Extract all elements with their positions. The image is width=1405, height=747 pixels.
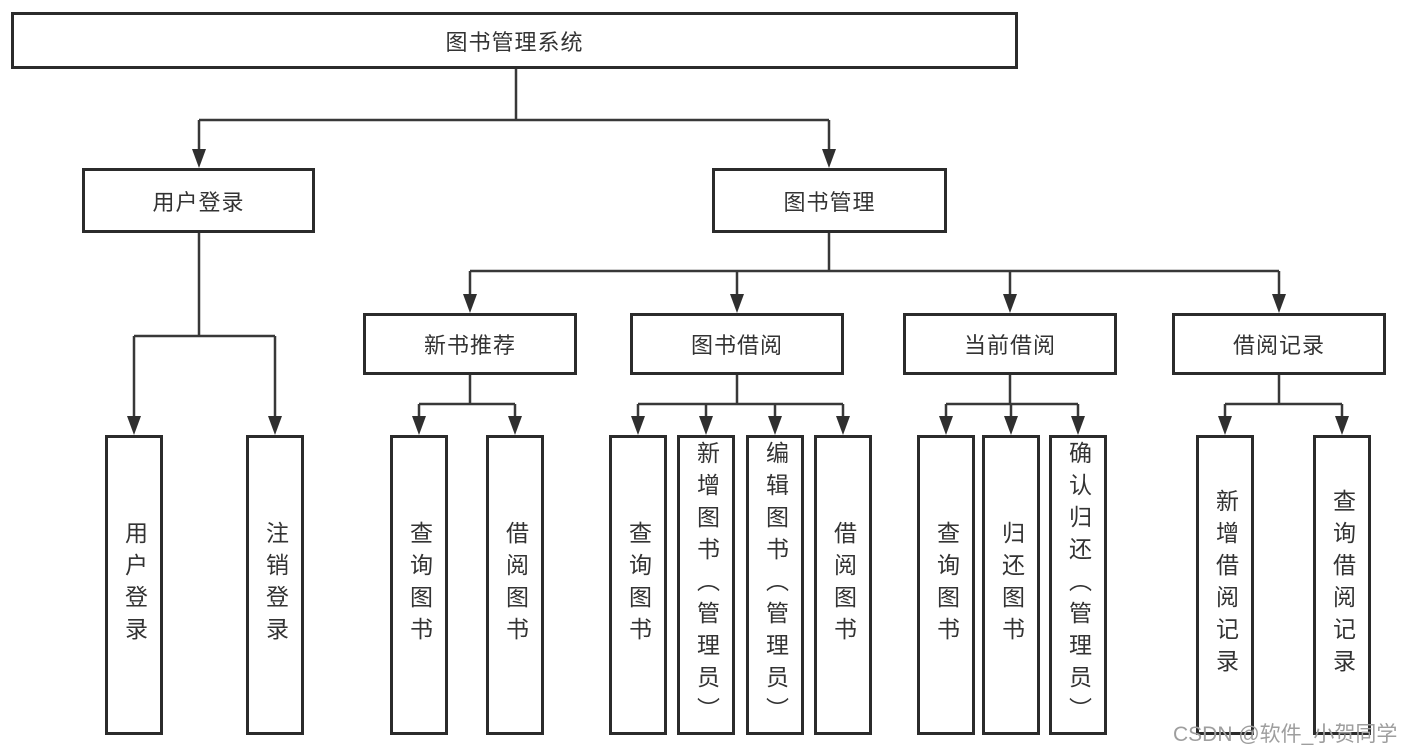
node-book-management: 图书管理 bbox=[712, 168, 947, 233]
arrowhead-down-icon bbox=[836, 416, 850, 435]
arrowhead-down-icon bbox=[1004, 416, 1018, 435]
connector-borrow-to-leaves bbox=[636, 375, 845, 419]
leaf-borrow-book-recommend: 借阅图书 bbox=[486, 435, 544, 735]
node-book-borrow: 图书借阅 bbox=[630, 313, 844, 375]
leaf-return-book: 归还图书 bbox=[982, 435, 1040, 735]
arrowhead-down-icon bbox=[412, 416, 426, 435]
leaf-query-book-current: 查询图书 bbox=[917, 435, 975, 735]
leaf-edit-book-admin: 编辑图书（管理员） bbox=[746, 435, 804, 735]
connector-current-to-leaves bbox=[944, 375, 1080, 419]
arrowhead-down-icon bbox=[631, 416, 645, 435]
leaf-borrow-book: 借阅图书 bbox=[814, 435, 872, 735]
arrowhead-down-icon bbox=[192, 149, 206, 168]
connector-root-to-level2 bbox=[197, 68, 831, 152]
arrowhead-down-icon bbox=[1272, 294, 1286, 313]
arrowhead-down-icon bbox=[268, 416, 282, 435]
arrowhead-down-icon bbox=[127, 416, 141, 435]
arrowhead-down-icon bbox=[508, 416, 522, 435]
leaf-query-borrow-record: 查询借阅记录 bbox=[1313, 435, 1371, 735]
leaf-add-book-admin: 新增图书（管理员） bbox=[677, 435, 735, 735]
leaf-confirm-return-admin: 确认归还（管理员） bbox=[1049, 435, 1107, 735]
arrowhead-down-icon bbox=[768, 416, 782, 435]
arrowhead-down-icon bbox=[463, 294, 477, 313]
node-library-system: 图书管理系统 bbox=[11, 12, 1018, 69]
leaf-query-book-borrow: 查询图书 bbox=[609, 435, 667, 735]
arrowhead-down-icon bbox=[822, 149, 836, 168]
node-current-borrow: 当前借阅 bbox=[903, 313, 1117, 375]
arrowhead-down-icon bbox=[1218, 416, 1232, 435]
leaf-query-book-recommend: 查询图书 bbox=[390, 435, 448, 735]
csdn-watermark: CSDN @软件_小贺同学 bbox=[1173, 723, 1398, 746]
arrowhead-down-icon bbox=[1003, 294, 1017, 313]
connector-records-to-leaves bbox=[1223, 375, 1344, 419]
leaf-user-login: 用户登录 bbox=[105, 435, 163, 735]
leaf-logout: 注销登录 bbox=[246, 435, 304, 735]
node-new-book-recommend: 新书推荐 bbox=[363, 313, 577, 375]
connector-userlogin-to-leaves bbox=[132, 233, 277, 419]
node-borrow-records: 借阅记录 bbox=[1172, 313, 1386, 375]
leaf-add-borrow-record: 新增借阅记录 bbox=[1196, 435, 1254, 735]
arrowhead-down-icon bbox=[699, 416, 713, 435]
arrowhead-down-icon bbox=[939, 416, 953, 435]
arrowhead-down-icon bbox=[1071, 416, 1085, 435]
connector-newbook-to-leaves bbox=[417, 375, 517, 419]
arrowhead-down-icon bbox=[1335, 416, 1349, 435]
arrowhead-down-icon bbox=[730, 294, 744, 313]
connector-bookmgmt-to-level3 bbox=[468, 233, 1281, 297]
node-user-login: 用户登录 bbox=[82, 168, 315, 233]
